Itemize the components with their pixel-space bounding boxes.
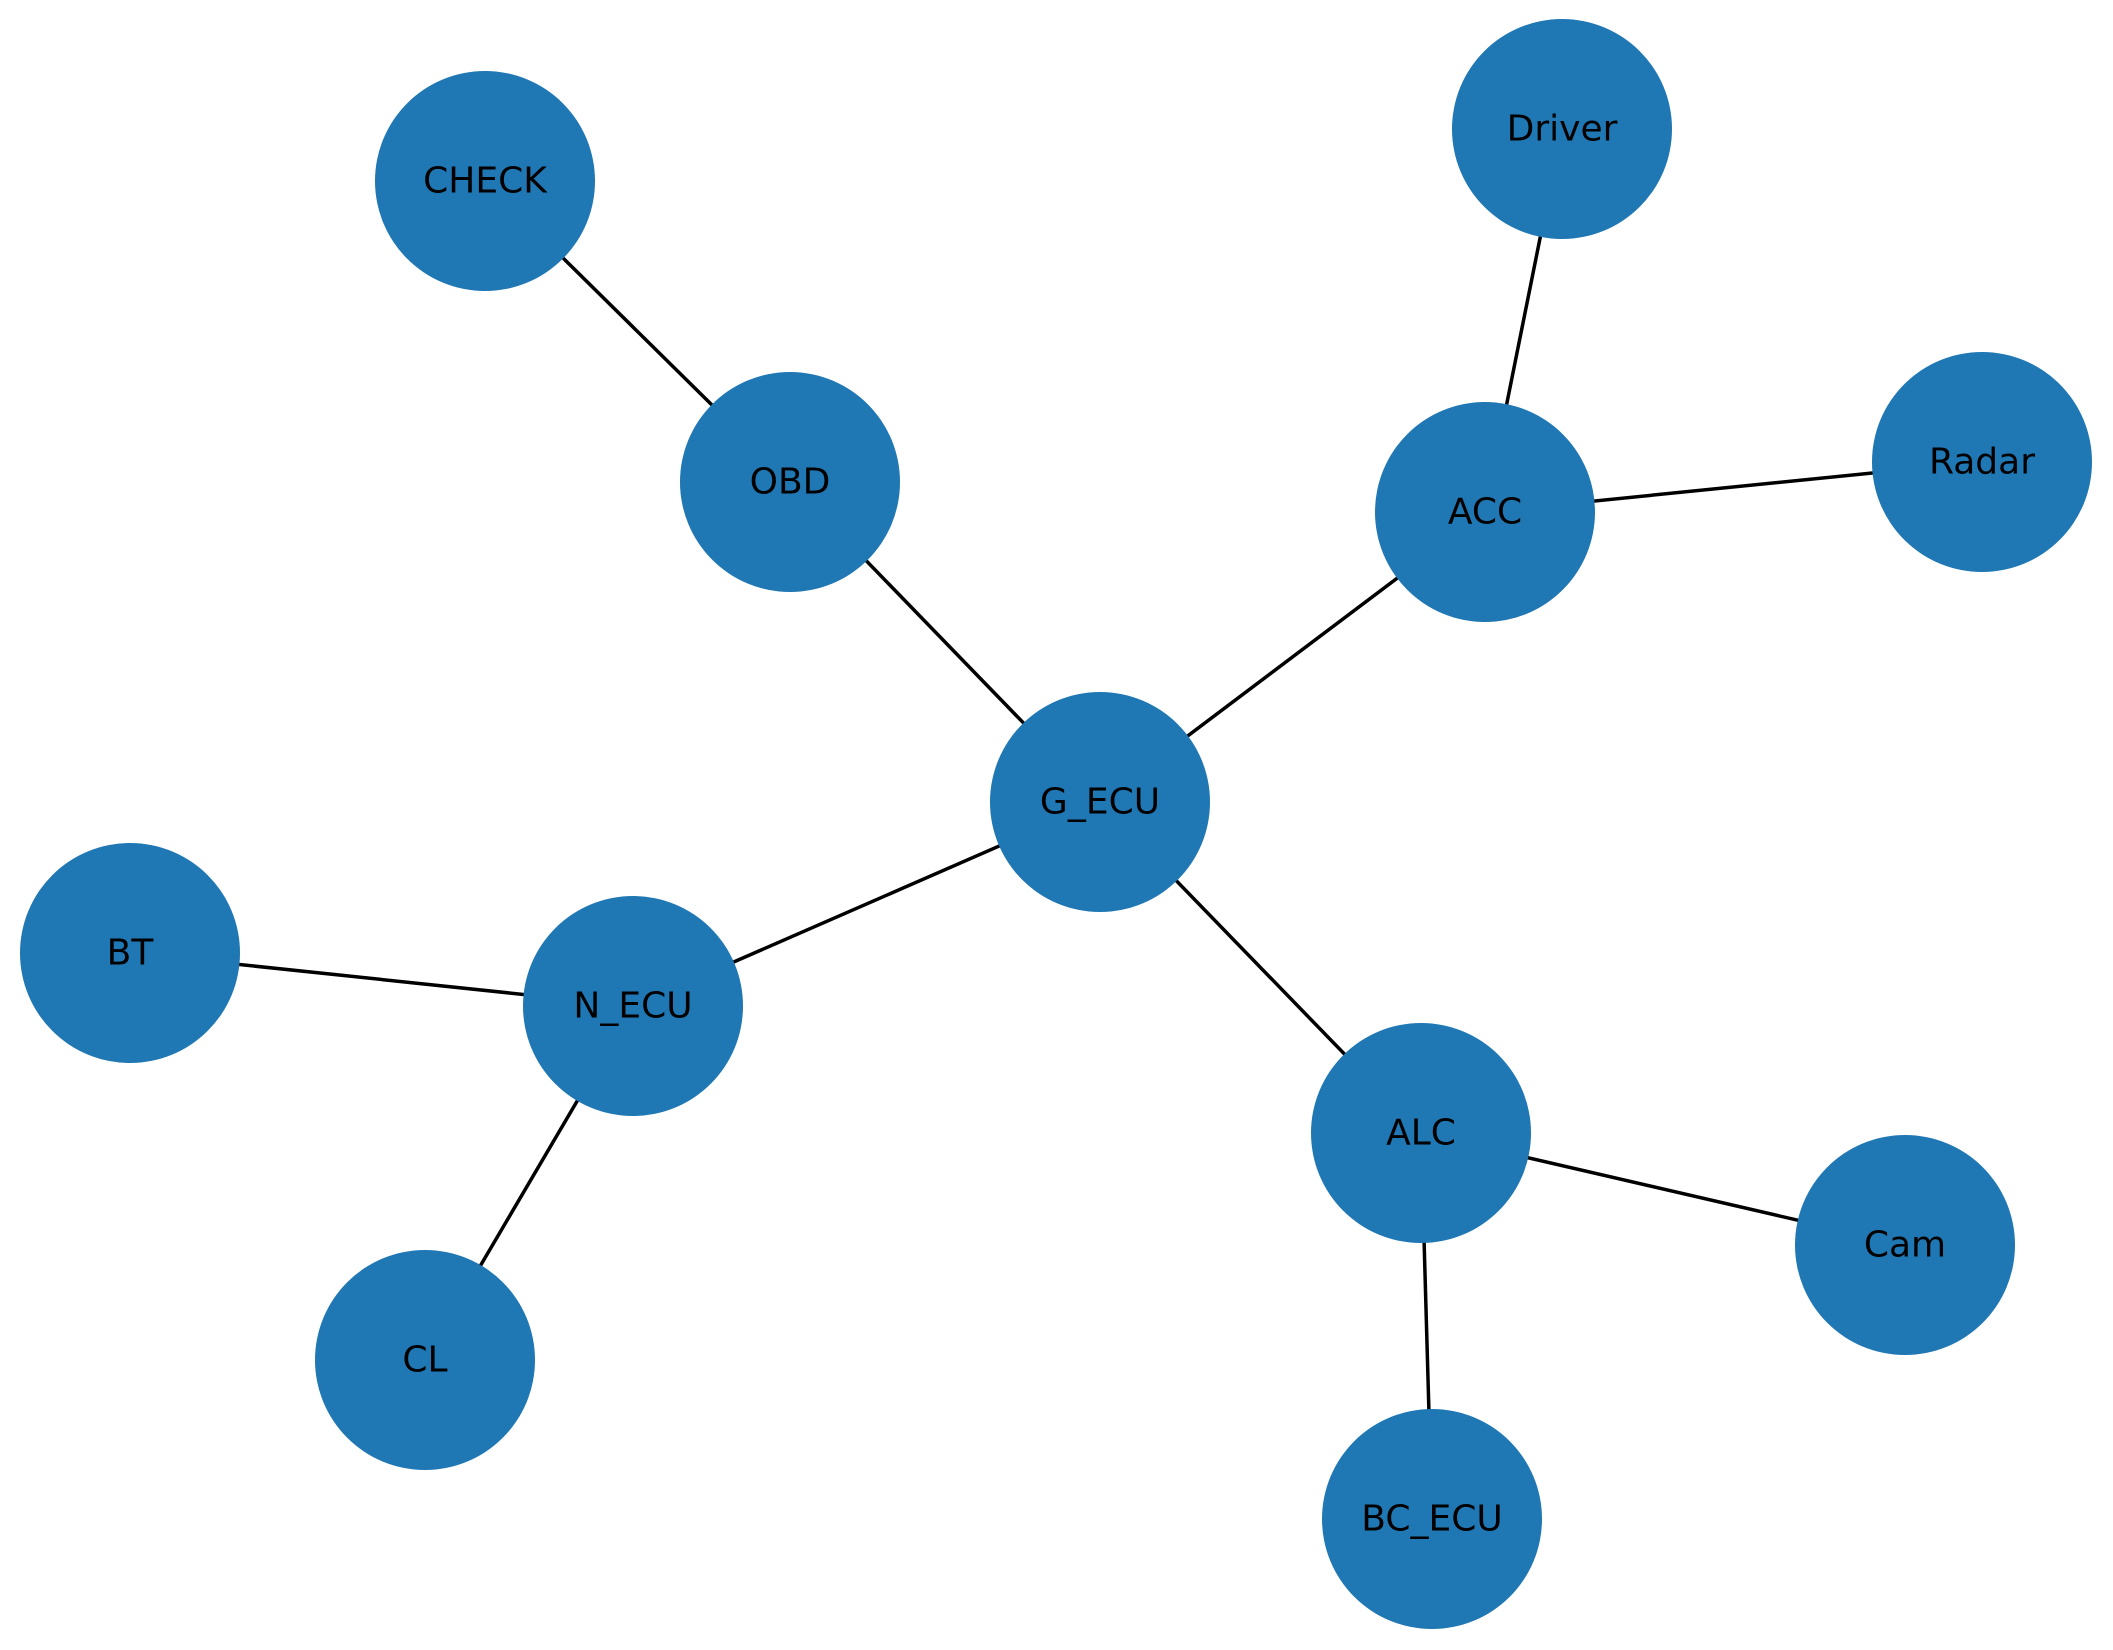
node-circle-driver — [1452, 19, 1672, 239]
node-check: CHECK — [375, 71, 595, 291]
node-label-bt: BT — [107, 933, 155, 974]
node-circle-g-ecu — [990, 692, 1210, 912]
node-label-n-ecu: N_ECU — [573, 986, 692, 1027]
node-label-driver: Driver — [1507, 109, 1618, 150]
node-obd: OBD — [680, 372, 900, 592]
node-n-ecu: N_ECU — [523, 896, 743, 1116]
node-circle-cl — [315, 1250, 535, 1470]
node-g-ecu: G_ECU — [990, 692, 1210, 912]
node-bt: BT — [20, 843, 240, 1063]
node-cam: Cam — [1795, 1135, 2015, 1355]
node-circle-alc — [1311, 1023, 1531, 1243]
node-circle-cam — [1795, 1135, 2015, 1355]
node-driver: Driver — [1452, 19, 1672, 239]
node-circle-bc-ecu — [1322, 1409, 1542, 1629]
node-label-cam: Cam — [1864, 1225, 1946, 1266]
node-label-check: CHECK — [423, 161, 548, 202]
node-label-obd: OBD — [750, 462, 831, 503]
node-acc: ACC — [1375, 402, 1595, 622]
node-label-radar: Radar — [1929, 442, 2035, 483]
node-bc-ecu: BC_ECU — [1322, 1409, 1542, 1629]
node-label-bc-ecu: BC_ECU — [1361, 1499, 1502, 1540]
node-cl: CL — [315, 1250, 535, 1470]
node-circle-check — [375, 71, 595, 291]
node-circle-bt — [20, 843, 240, 1063]
node-label-alc: ALC — [1386, 1113, 1456, 1154]
node-circle-n-ecu — [523, 896, 743, 1116]
node-label-acc: ACC — [1448, 492, 1522, 533]
node-label-g-ecu: G_ECU — [1040, 782, 1160, 823]
node-circle-obd — [680, 372, 900, 592]
node-radar: Radar — [1872, 352, 2092, 572]
node-alc: ALC — [1311, 1023, 1531, 1243]
node-circle-acc — [1375, 402, 1595, 622]
node-circle-radar — [1872, 352, 2092, 572]
node-label-cl: CL — [402, 1340, 447, 1381]
